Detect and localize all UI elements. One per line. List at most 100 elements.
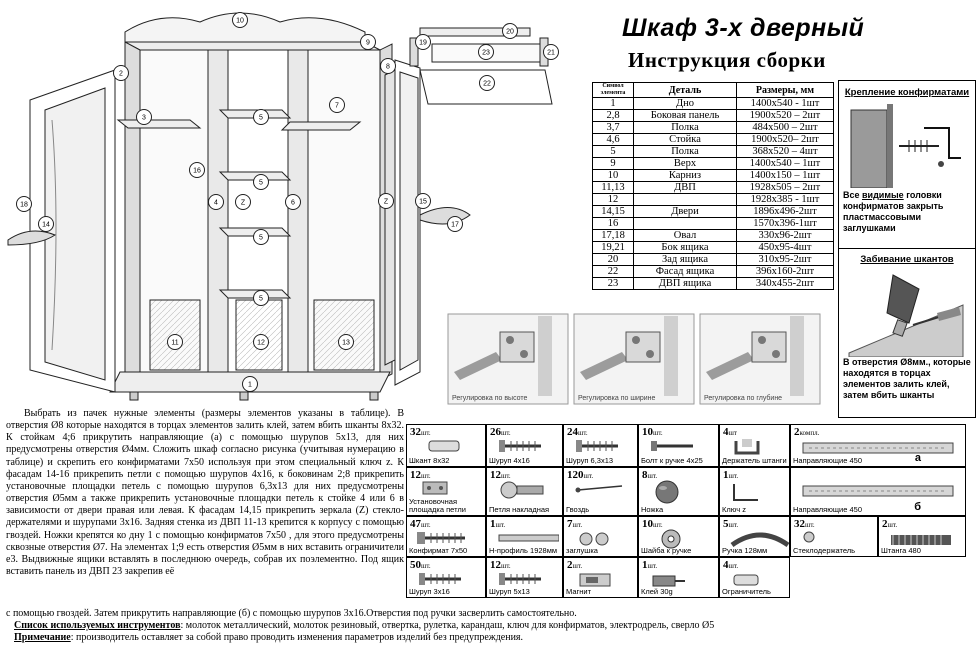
part-callout-circle [253,174,269,190]
table-cell-size: 1400х540 – 1шт [736,157,834,170]
assembly-instructions: Выбрать из пачек нужные элементы (размер… [6,408,404,578]
confirmat-icon [417,532,465,544]
part-callout-label: 21 [547,50,555,57]
table-cell-sym: 12 [592,193,634,206]
hardware-name: Стеклодержатель [793,546,856,555]
table-cell-sym: 23 [592,277,634,290]
table-cell-size: 1896х496-2шт [736,205,834,218]
hardware-quantity: 12шт. [490,559,511,571]
hardware-quantity-number: 12 [410,469,421,481]
hardware-quantity-unit: шт. [728,521,739,529]
table-cell-size: 484х500 – 2шт [736,121,834,134]
hinge-caption: Регулировка по глубине [704,394,782,402]
table-cell-size: 330х96-2шт [736,229,834,242]
hardware-item: 7шт.заглушка [563,516,638,557]
table-cell-sym: 14,15 [592,205,634,218]
part-callout-label: 11 [171,340,178,347]
table-cell-sym: 2,8 [592,109,634,122]
hardware-item: 5шт.Ручка 128мм [719,516,790,557]
page-title: Шкаф 3-х дверный [622,14,865,42]
part-callout-circle [447,216,463,232]
hardware-item: 1шт.Н-профиль 1928мм [486,516,563,557]
hardware-quantity-unit: шт. [495,521,506,529]
part-callout-label: Z [384,199,389,206]
screw-icon [499,573,541,585]
tools-text: : молоток металлический, молоток резинов… [180,620,715,631]
part-callout-circle [338,334,354,350]
part-callout-label: 9 [366,40,370,47]
hardware-name: Клей 30g [641,587,673,596]
hardware-item: 2шт.Штанга 480 [878,516,966,557]
hardware-name: Шуруп 3х16 [409,587,450,596]
hardware-quantity: 120шт. [567,469,593,481]
hardware-quantity-number: 2 [882,518,888,530]
hardware-quantity-number: 47 [410,518,421,530]
hardware-quantity-unit: шт. [501,562,511,570]
table-cell-size: 1400х150 – 1шт [736,169,834,182]
hardware-quantity-number: 120 [567,469,584,481]
hardware-quantity-unit: шт [728,429,737,437]
hardware-quantity-unit: шт. [653,429,663,437]
hardware-name: Ключ z [722,505,746,514]
table-cell-part: Дно [633,97,737,110]
hardware-quantity-number: 2 [567,559,573,571]
table-cell-size: 1900х520 – 2шт [736,109,834,122]
hardware-quantity-unit: шт. [421,562,431,570]
table-cell-size: 310х95-2шт [736,253,834,266]
hardware-quantity: 10шт. [642,518,663,530]
assembly-instructions-tail: с помощью гвоздей. Затем прикрутить напр… [6,608,577,619]
hardware-quantity-unit: шт. [572,562,583,570]
part-callout-label: Z [241,200,246,207]
screw-icon [419,573,461,585]
part-callout-circle [478,44,494,60]
note-text: : производитель оставляет за собой право… [70,632,524,643]
part-callout-label: 22 [483,81,491,88]
table-cell-size: 1570х396-1шт [736,217,834,230]
hardware-quantity: 8шт. [642,469,657,481]
hardware-quantity: 1шт. [490,518,505,530]
table-cell-size: 1900х520– 2шт [736,133,834,146]
table-cell-part: Полка [633,145,737,158]
magnet-icon [579,573,611,587]
bolt-icon [651,441,693,451]
hardware-quantity-number: 50 [410,559,421,571]
part-callout-label: 15 [419,199,427,206]
column-header: Размеры, мм [736,82,834,98]
table-cell-sym: 20 [592,253,634,266]
confirmat-illustration [850,104,961,188]
table-cell-size: 340х455-2шт [736,277,834,290]
hardware-quantity-unit: шт. [653,521,663,529]
part-callout-circle [242,376,258,392]
table-cell-size: 1400х540 - 1шт [736,97,834,110]
hardware-name: Гвоздь [566,505,590,514]
hardware-name: Конфирмат 7х50 [409,546,468,555]
part-callout-label: 20 [506,29,514,36]
table-cell-part: Боковая панель [633,109,737,122]
hardware-quantity-number: 1 [642,559,648,571]
rail-variant-tag: б [914,501,921,513]
hardware-name: Шкант 8х32 [409,456,450,465]
hex-key-icon [733,484,758,501]
hardware-item: 4шт.Ограничитель [719,557,790,598]
hardware-item: 120шт. Гвоздь [563,467,638,516]
part-callout-label: 6 [291,200,295,207]
table-cell-sym: 10 [592,169,634,182]
note-label: Примечание [14,632,71,643]
hardware-name: Петля накладная [489,505,550,514]
hardware-item: 10шт.Шайба к ручке [638,516,719,557]
hinge-caption: Регулировка по высоте [452,395,528,402]
hardware-name: Шуруп 4х16 [489,456,530,465]
table-cell-sym: 1 [592,97,634,110]
hinge-caption: Регулировка по ширине [578,395,656,402]
table-cell-part: ДВП [633,181,737,194]
